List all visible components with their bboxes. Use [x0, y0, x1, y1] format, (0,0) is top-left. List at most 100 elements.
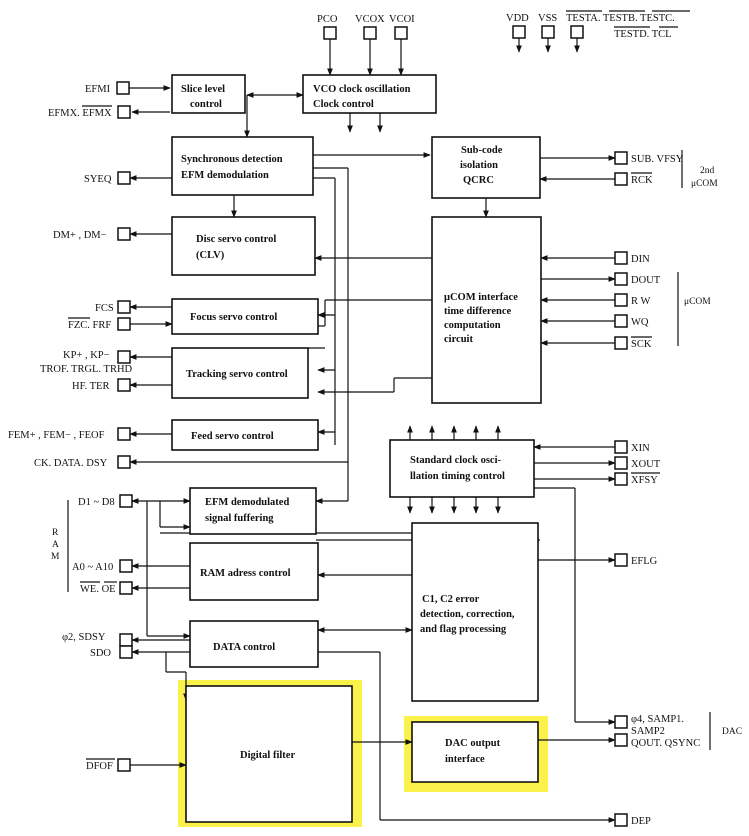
block-standard-clock: Standard clock osci- llation timing cont… — [389, 439, 535, 498]
svg-text:computation: computation — [444, 320, 501, 331]
block-digital-filter: Digital filter — [185, 685, 353, 823]
svg-text:control: control — [190, 99, 222, 110]
pin-efmx: EFMX. EFMX — [48, 108, 112, 119]
pin-dm: DM+ , DM− — [53, 230, 107, 241]
pin-dout: DOUT — [631, 275, 661, 286]
pin-xout: XOUT — [631, 459, 661, 470]
group-2nd: 2nd — [700, 166, 715, 176]
svg-text:EFM demodulation: EFM demodulation — [181, 170, 269, 181]
svg-text:DATA control: DATA control — [213, 642, 275, 653]
svg-text:C1, C2 error: C1, C2 error — [422, 594, 480, 605]
svg-text:Slice level: Slice level — [181, 84, 225, 95]
pin-d1: D1 ~ D8 — [78, 497, 115, 508]
overline-marks — [68, 10, 690, 760]
block-c1c2-error: C1, C2 error detection, correction, and … — [411, 522, 539, 702]
svg-text:Feed servo control: Feed servo control — [191, 431, 274, 442]
group-ram-m: M — [51, 552, 60, 562]
pin-test-1: TESTA. TESTB. TESTC. — [566, 13, 675, 24]
pin-rck: RCK — [631, 175, 653, 186]
block-focus-servo: Focus servo control — [171, 298, 319, 335]
pin-pco: PCO — [317, 14, 338, 25]
block-tracking-servo: Tracking servo control — [171, 347, 309, 399]
group-dac: DAC — [722, 727, 742, 737]
pin-sub: SUB. VFSY — [631, 154, 684, 165]
block-subcode-isolation: Sub-code isolation QCRC — [431, 136, 541, 199]
svg-text:Focus servo control: Focus servo control — [190, 312, 277, 323]
block-mucom-interface: μCOM interface time difference computati… — [431, 216, 542, 404]
pin-phi4: φ4, SAMP1. — [631, 714, 684, 725]
pin-we-oe: WE. OE — [80, 584, 116, 595]
svg-text:μCOM interface: μCOM interface — [444, 292, 518, 303]
pin-qout: QOUT. QSYNC — [631, 738, 700, 749]
svg-text:interface: interface — [445, 754, 485, 765]
block-data-control: DATA control — [189, 620, 319, 668]
svg-text:signal fuffering: signal fuffering — [205, 513, 274, 524]
pin-vdd: VDD — [506, 13, 529, 24]
svg-text:circuit: circuit — [444, 334, 473, 345]
pin-xin: XIN — [631, 443, 650, 454]
svg-text:DAC output: DAC output — [445, 738, 501, 749]
svg-text:RAM adress control: RAM adress control — [200, 568, 291, 579]
pin-wq: WQ — [631, 317, 649, 328]
pin-hf: HF. TER — [72, 381, 109, 392]
pin-din: DIN — [631, 254, 650, 265]
block-dac-output: DAC output interface — [411, 721, 539, 783]
pin-sck: SCK — [631, 339, 652, 350]
block-feed-servo: Feed servo control — [171, 419, 319, 451]
svg-text:EFM demodulated: EFM demodulated — [205, 497, 289, 508]
pin-ck: CK. DATA. DSY — [34, 458, 108, 469]
svg-text:Digital filter: Digital filter — [240, 750, 295, 761]
pin-vss: VSS — [538, 13, 557, 24]
block-slice-level: Slice level control — [171, 74, 246, 114]
pin-fzc: FZC. FRF — [68, 320, 111, 331]
group-ram-r: R — [52, 528, 59, 538]
block-sync-detection: Synchronous detection EFM demodulation — [171, 136, 314, 196]
pins-right: SUB. VFSY RCK DIN DOUT R W WQ SCK XIN XO… — [614, 151, 700, 827]
group-mucom: μCOM — [684, 297, 711, 307]
pin-vcox: VCOX — [355, 14, 385, 25]
svg-text:(CLV): (CLV) — [196, 250, 225, 261]
group-ram-a: A — [52, 540, 59, 550]
pin-vcoi: VCOI — [389, 14, 415, 25]
block-ram-address: RAM adress control — [189, 542, 319, 601]
pin-fcs: FCS — [95, 303, 114, 314]
svg-text:Sub-code: Sub-code — [461, 145, 503, 156]
svg-text:Clock control: Clock control — [313, 99, 374, 110]
pin-samp2: SAMP2 — [631, 726, 665, 737]
svg-text:Synchronous detection: Synchronous detection — [181, 154, 283, 165]
group-labels: 2nd μCOM μCOM DAC R A M — [51, 166, 742, 737]
pin-rw: R W — [631, 296, 650, 307]
svg-text:isolation: isolation — [460, 160, 498, 171]
pin-sdo: SDO — [90, 648, 111, 659]
pin-fem: FEM+ , FEM− , FEOF — [8, 430, 105, 441]
svg-text:Disc servo control: Disc servo control — [196, 234, 276, 245]
svg-text:llation timing control: llation timing control — [410, 471, 505, 482]
pin-dfof: DFOF — [86, 761, 113, 772]
block-disc-servo: Disc servo control (CLV) — [171, 216, 316, 276]
pin-kp: KP+ , KP− — [63, 350, 110, 361]
pin-xfsy: XFSY — [631, 475, 658, 486]
pin-phi2: φ2, SDSY — [62, 632, 106, 643]
svg-text:Standard clock osci-: Standard clock osci- — [410, 455, 502, 466]
group-2nd-mucom: μCOM — [691, 179, 718, 189]
block-vco-clock: VCO clock oscillation Clock control — [302, 74, 437, 114]
signal-wires — [129, 38, 616, 823]
block-efm-buffering: EFM demodulated signal fuffering — [189, 487, 317, 535]
pin-dep: DEP — [631, 816, 651, 827]
pin-eflg: EFLG — [631, 556, 658, 567]
pin-efmi: EFMI — [85, 84, 111, 95]
svg-text:VCO clock oscillation: VCO clock oscillation — [313, 84, 411, 95]
svg-text:detection, correction,: detection, correction, — [420, 609, 515, 620]
pin-syeq: SYEQ — [84, 174, 112, 185]
pins-left: EFMI EFMX. EFMX SYEQ DM+ , DM− FCS FZC. … — [8, 81, 133, 772]
pin-test-2: TESTD. TCL — [614, 29, 672, 40]
svg-text:and flag processing: and flag processing — [420, 624, 507, 635]
svg-text:time difference: time difference — [444, 306, 511, 317]
pin-trof: TROF. TRGL. TRHD — [40, 364, 133, 375]
svg-text:Tracking servo control: Tracking servo control — [186, 369, 288, 380]
group-brackets — [67, 150, 711, 750]
pins-top: PCO VCOX VCOI VDD VSS TESTA. TESTB. TEST… — [317, 13, 675, 40]
svg-text:QCRC: QCRC — [463, 175, 494, 186]
pin-a0: A0 ~ A10 — [72, 562, 113, 573]
